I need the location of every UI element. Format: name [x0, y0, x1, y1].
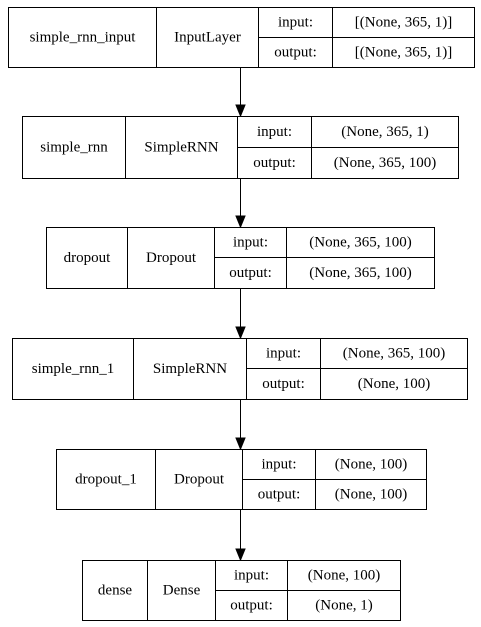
layer-type: SimpleRNN [144, 140, 218, 156]
output-label: output: [258, 487, 301, 503]
layer-node-simple-rnn-1: simple_rnn_1 SimpleRNN input: (None, 365… [12, 338, 468, 400]
layer-name: simple_rnn_input [30, 30, 137, 46]
connection-arrow [235, 67, 246, 118]
output-label: output: [274, 45, 317, 61]
layer-name: dropout [64, 250, 111, 266]
layer-node-dense: dense Dense input: (None, 100) output: (… [82, 560, 401, 621]
input-shape-cell [286, 227, 435, 258]
output-label: output: [253, 155, 296, 171]
input-label: input: [278, 15, 313, 31]
layer-type: InputLayer [174, 30, 241, 46]
layer-type-cell [127, 227, 215, 289]
output-label-cell [215, 590, 288, 621]
input-shape: (None, 100) [335, 457, 407, 473]
arrowhead-icon [235, 104, 246, 118]
layer-name-cell [56, 449, 156, 510]
output-shape: (None, 1) [315, 598, 372, 614]
output-label: output: [230, 598, 273, 614]
layer-type: SimpleRNN [153, 361, 227, 377]
output-label-cell [258, 37, 333, 68]
output-label: output: [229, 265, 272, 281]
output-shape: (None, 100) [335, 487, 407, 503]
layer-type: Dropout [174, 472, 225, 488]
input-label: input: [261, 457, 296, 473]
connection-arrow [235, 399, 246, 451]
arrowhead-icon [235, 326, 246, 340]
layer-name: dropout_1 [75, 472, 137, 488]
output-label-cell [214, 257, 287, 289]
input-shape: (None, 100) [308, 568, 380, 584]
layer-type-cell [125, 116, 238, 179]
input-label-cell [242, 449, 316, 480]
input-label: input: [234, 568, 269, 584]
output-shape: [(None, 365, 1)] [355, 45, 452, 61]
layer-node-dropout: dropout Dropout input: (None, 365, 100) … [46, 227, 435, 289]
output-shape-cell [287, 590, 401, 621]
layer-type-cell [133, 338, 247, 400]
input-shape: (None, 365, 1) [341, 124, 428, 140]
layer-name-cell [8, 7, 157, 68]
arrowhead-icon [235, 215, 246, 229]
input-label-cell [214, 227, 287, 258]
output-shape: (None, 365, 100) [334, 155, 436, 171]
layer-name: dense [98, 583, 132, 599]
input-shape-cell [332, 7, 475, 38]
output-shape-cell [286, 257, 435, 289]
output-shape-cell [315, 479, 427, 510]
layer-type-cell [155, 449, 243, 510]
input-shape-cell [320, 338, 468, 369]
arrowhead-icon [235, 548, 246, 562]
layer-name: simple_rnn_1 [32, 361, 115, 377]
output-label: output: [262, 376, 305, 392]
output-shape-cell [311, 147, 459, 179]
input-label: input: [266, 346, 301, 362]
layer-type: Dropout [146, 250, 197, 266]
layer-node-dropout-1: dropout_1 Dropout input: (None, 100) out… [56, 449, 427, 510]
input-shape-cell [287, 560, 401, 591]
output-label-cell [237, 147, 312, 179]
input-shape-cell [311, 116, 459, 148]
arrowhead-icon [235, 437, 246, 451]
layer-type-cell [156, 7, 259, 68]
input-shape-cell [315, 449, 427, 480]
layer-node-simple-rnn: simple_rnn SimpleRNN input: (None, 365, … [22, 116, 459, 179]
layer-name-cell [12, 338, 134, 400]
layer-type: Dense [163, 583, 201, 599]
connection-arrow [235, 178, 246, 229]
output-shape-cell [332, 37, 475, 68]
layer-name-cell [46, 227, 128, 289]
connection-arrow [235, 509, 246, 562]
output-label-cell [242, 479, 316, 510]
input-shape: [(None, 365, 1)] [355, 15, 452, 31]
layer-node-simple-rnn-input: simple_rnn_input InputLayer input: [(Non… [8, 7, 475, 68]
input-label-cell [246, 338, 321, 369]
connection-arrow [235, 288, 246, 340]
layer-name: simple_rnn [40, 140, 108, 156]
input-shape: (None, 365, 100) [343, 346, 445, 362]
input-label-cell [237, 116, 312, 148]
output-label-cell [246, 368, 321, 400]
input-shape: (None, 365, 100) [309, 235, 411, 251]
layer-type-cell [147, 560, 216, 621]
output-shape: (None, 100) [358, 376, 430, 392]
input-label: input: [233, 235, 268, 251]
output-shape-cell [320, 368, 468, 400]
input-label: input: [257, 124, 292, 140]
output-shape: (None, 365, 100) [309, 265, 411, 281]
